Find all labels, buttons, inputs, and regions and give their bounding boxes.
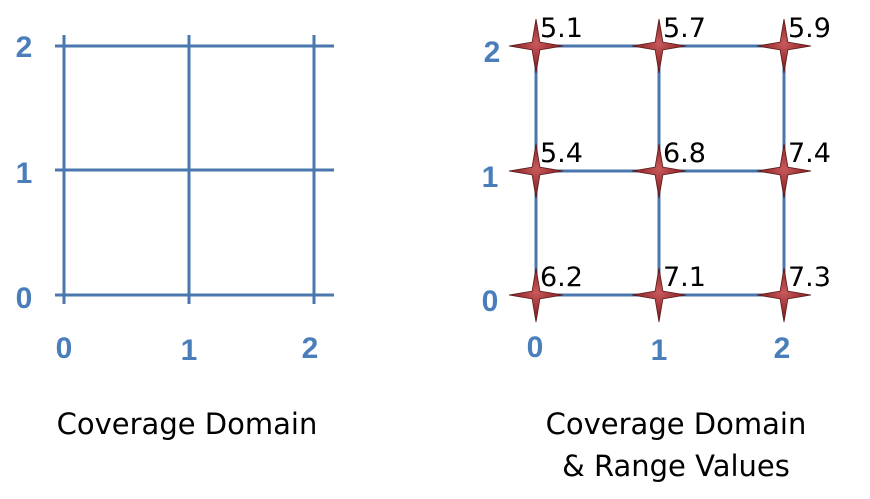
range-value-label: 6.2 [540, 262, 583, 293]
four-point-star-icon [508, 18, 564, 74]
left-grid [55, 35, 334, 304]
left-y-tick-0: 0 [16, 282, 33, 315]
range-value-label: 6.8 [663, 138, 706, 169]
left-x-tick-0: 0 [56, 332, 73, 365]
four-point-star-icon [631, 267, 687, 323]
right-x-tick-2: 2 [774, 332, 791, 365]
range-value-label: 7.3 [788, 262, 831, 293]
right-y-tick-2: 2 [484, 36, 501, 69]
left-caption: Coverage Domain [57, 407, 318, 441]
range-markers [508, 18, 812, 323]
range-value-label: 5.9 [788, 13, 831, 44]
left-x-tick-2: 2 [302, 332, 319, 365]
right-caption-line-2: & Range Values [562, 449, 790, 483]
left-panel: 2 1 0 0 1 2 Coverage Domain [16, 31, 334, 441]
range-value-label: 5.7 [663, 13, 706, 44]
right-y-tick-0: 0 [482, 285, 499, 318]
four-point-star-icon [508, 267, 564, 323]
right-x-tick-0: 0 [527, 331, 544, 364]
left-x-tick-1: 1 [181, 334, 198, 367]
four-point-star-icon [756, 143, 812, 199]
right-caption-line-1: Coverage Domain [546, 407, 807, 441]
left-y-tick-1: 1 [16, 157, 33, 190]
right-y-tick-1: 1 [482, 161, 499, 194]
right-x-tick-1: 1 [651, 334, 668, 367]
four-point-star-icon [508, 143, 564, 199]
range-value-label: 7.4 [788, 138, 831, 169]
four-point-star-icon [756, 18, 812, 74]
range-value-label: 5.1 [540, 13, 583, 44]
left-y-tick-2: 2 [16, 31, 33, 64]
four-point-star-icon [756, 267, 812, 323]
four-point-star-icon [631, 143, 687, 199]
range-value-label: 5.4 [540, 138, 583, 169]
four-point-star-icon [631, 18, 687, 74]
range-value-label: 7.1 [663, 262, 706, 293]
range-values: 5.1 5.7 5.9 5.4 6.8 7.4 6.2 7.1 7.3 [540, 13, 831, 293]
